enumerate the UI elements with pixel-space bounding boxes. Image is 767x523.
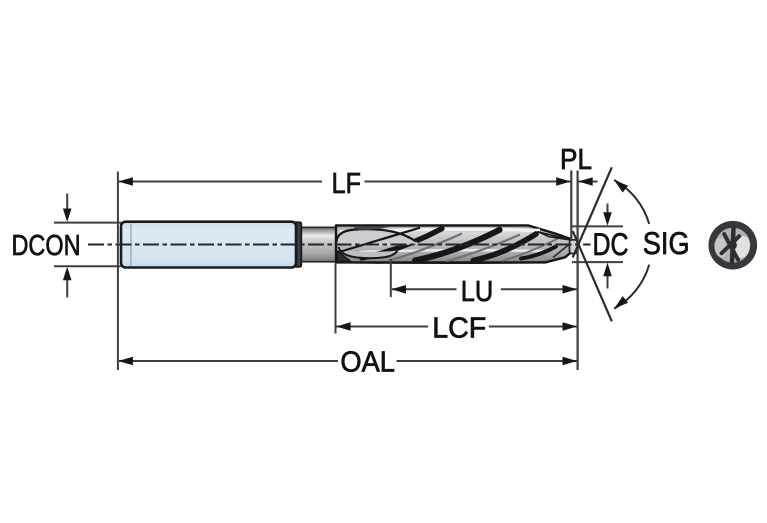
- svg-text:OAL: OAL: [340, 346, 395, 378]
- svg-text:SIG: SIG: [643, 225, 690, 261]
- svg-text:DC: DC: [593, 226, 629, 262]
- svg-text:PL: PL: [560, 144, 592, 176]
- svg-text:LCF: LCF: [432, 312, 486, 344]
- svg-text:LU: LU: [461, 276, 494, 308]
- svg-text:DCON: DCON: [12, 230, 81, 262]
- svg-text:LF: LF: [332, 168, 362, 200]
